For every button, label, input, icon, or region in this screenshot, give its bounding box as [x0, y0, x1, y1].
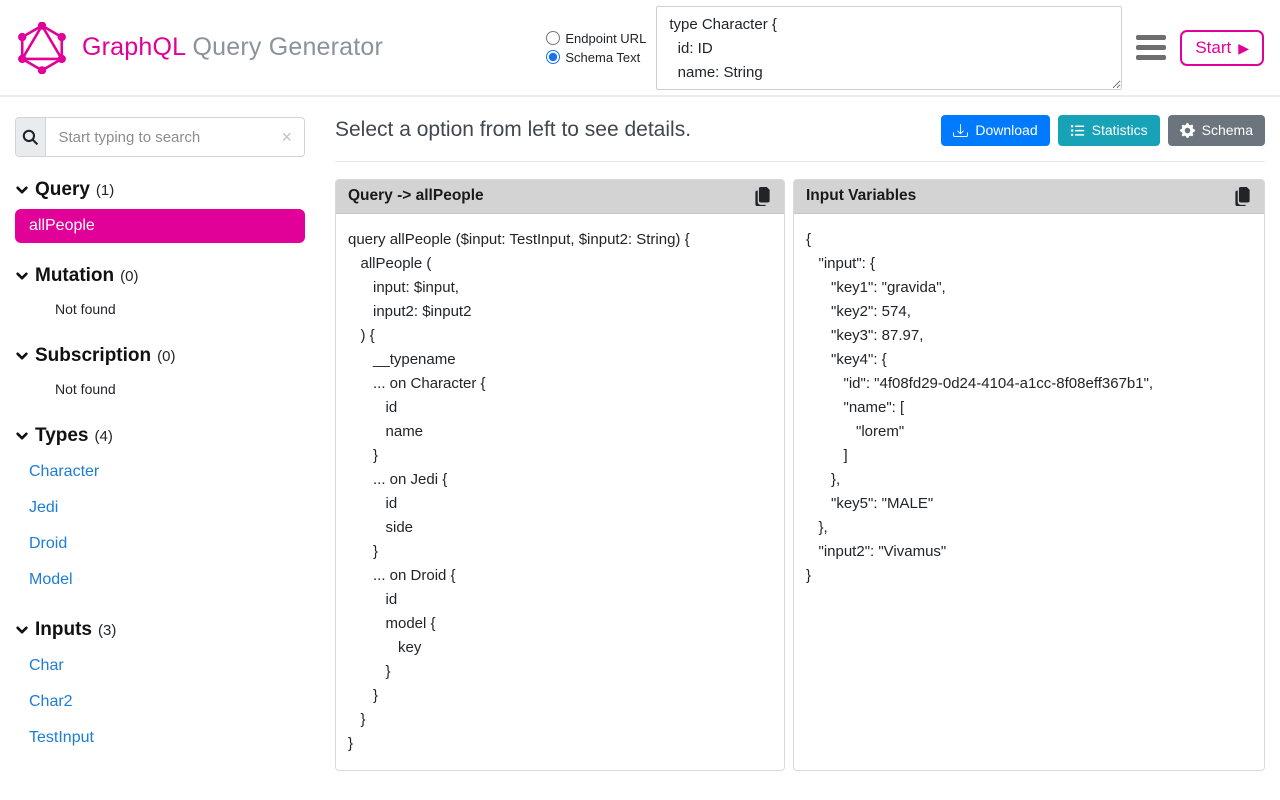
app-title: GraphQL Query Generator [82, 33, 383, 62]
play-icon: ▶ [1238, 39, 1249, 56]
section-label: Types [35, 425, 89, 446]
section-header-mutation[interactable]: Mutation (0) [15, 265, 305, 287]
main-content: Select a option from left to see details… [305, 97, 1280, 771]
endpoint-url-radio[interactable] [546, 31, 561, 45]
schema-button[interactable]: Schema [1167, 115, 1265, 146]
sidebar-item-character[interactable]: Character [29, 463, 100, 480]
variables-panel-title: Input Variables [806, 187, 917, 205]
section-count: (1) [95, 181, 115, 199]
chevron-down-icon [15, 269, 29, 283]
section-label: Mutation [35, 265, 115, 286]
section-header-query[interactable]: Query (1) [15, 179, 305, 201]
copy-query-button[interactable] [753, 186, 772, 206]
section-count: (4) [94, 427, 113, 445]
variables-panel-header: Input Variables [794, 179, 1264, 214]
empty-label: Not found [55, 301, 116, 317]
search-clear-icon[interactable]: × [281, 126, 292, 147]
variables-code: { "input": { "key1": "gravida", "key2": … [806, 230, 1154, 584]
list-icon [1070, 124, 1084, 136]
start-button-label: Start [1195, 37, 1232, 57]
schema-button-label: Schema [1201, 122, 1253, 138]
copy-icon [755, 186, 770, 206]
schema-text-radio[interactable] [546, 50, 561, 64]
query-panel-title: Query -> allPeople [348, 187, 484, 205]
section-count: (0) [120, 267, 139, 285]
sidebar-item-allpeople[interactable]: allPeople [15, 209, 305, 243]
variables-panel: Input Variables { "input": { "key1": "gr… [793, 178, 1265, 771]
endpoint-url-label: Endpoint URL [565, 30, 647, 46]
section-count: (3) [98, 621, 117, 639]
chevron-down-icon [15, 623, 29, 637]
brand: GraphQL Query Generator [16, 21, 383, 74]
section-header-inputs[interactable]: Inputs (3) [15, 619, 305, 641]
app-title-rest: Query Generator [192, 33, 384, 61]
radio-endpoint-url[interactable]: Endpoint URL [546, 31, 646, 46]
source-mode-radios: Endpoint URL Schema Text [546, 31, 646, 65]
sidebar: × Query (1) allPeople Mutation (0) Not f… [0, 97, 305, 777]
radio-schema-text[interactable]: Schema Text [546, 50, 640, 65]
section-label: Subscription [35, 345, 152, 366]
copy-icon [1235, 186, 1250, 206]
section-label: Inputs [35, 619, 92, 640]
sidebar-item-droid[interactable]: Droid [29, 535, 68, 552]
chevron-down-icon [15, 183, 29, 197]
schema-text-label: Schema Text [565, 49, 641, 65]
query-code: query allPeople ($input: TestInput, $inp… [348, 230, 690, 752]
section-header-subscription[interactable]: Subscription (0) [15, 345, 305, 367]
section-count: (0) [157, 347, 176, 365]
query-panel: Query -> allPeople query allPeople ($inp… [335, 178, 785, 771]
query-panel-body: query allPeople ($input: TestInput, $inp… [336, 214, 784, 770]
schema-tree: Query (1) allPeople Mutation (0) Not fou… [15, 179, 305, 755]
variables-panel-body: { "input": { "key1": "gravida", "key2": … [794, 214, 1264, 770]
sidebar-item-model[interactable]: Model [29, 571, 73, 588]
gear-icon [1179, 122, 1195, 138]
app-header: GraphQL Query Generator Endpoint URL Sch… [0, 0, 1280, 97]
schema-text-input[interactable]: type Character { id: ID name: String [656, 5, 1123, 90]
main-top-bar: Select a option from left to see details… [335, 115, 1265, 146]
section-header-types[interactable]: Types (4) [15, 425, 305, 447]
sidebar-item-jedi[interactable]: Jedi [29, 499, 59, 516]
empty-label: Not found [55, 381, 116, 397]
sidebar-item-char2[interactable]: Char2 [29, 693, 73, 710]
download-button-label: Download [975, 122, 1038, 138]
section-label: Query [35, 179, 90, 200]
search-icon [16, 118, 47, 156]
statistics-button-label: Statistics [1091, 122, 1148, 138]
download-icon [953, 123, 969, 137]
app-title-graphql: GraphQL [82, 33, 186, 61]
start-button[interactable]: Start ▶ [1180, 29, 1264, 66]
detail-panels: Query -> allPeople query allPeople ($inp… [335, 178, 1265, 771]
statistics-button[interactable]: Statistics [1057, 115, 1160, 146]
sidebar-item-testinput[interactable]: TestInput [29, 729, 94, 746]
toolbar: Download Statistics Schema [941, 115, 1265, 146]
download-button[interactable]: Download [941, 115, 1050, 146]
copy-variables-button[interactable] [1233, 186, 1252, 206]
chevron-down-icon [15, 349, 29, 363]
chevron-down-icon [15, 429, 29, 443]
divider [335, 160, 1265, 162]
sidebar-item-char[interactable]: Char [29, 657, 64, 674]
graphql-logo-icon [18, 21, 66, 74]
search-input[interactable] [46, 128, 270, 146]
main-layout: × Query (1) allPeople Mutation (0) Not f… [0, 97, 1280, 777]
page-title: Select a option from left to see details… [335, 118, 692, 142]
menu-icon[interactable] [1136, 35, 1167, 60]
search-box: × [15, 117, 305, 157]
query-panel-header: Query -> allPeople [336, 179, 784, 214]
